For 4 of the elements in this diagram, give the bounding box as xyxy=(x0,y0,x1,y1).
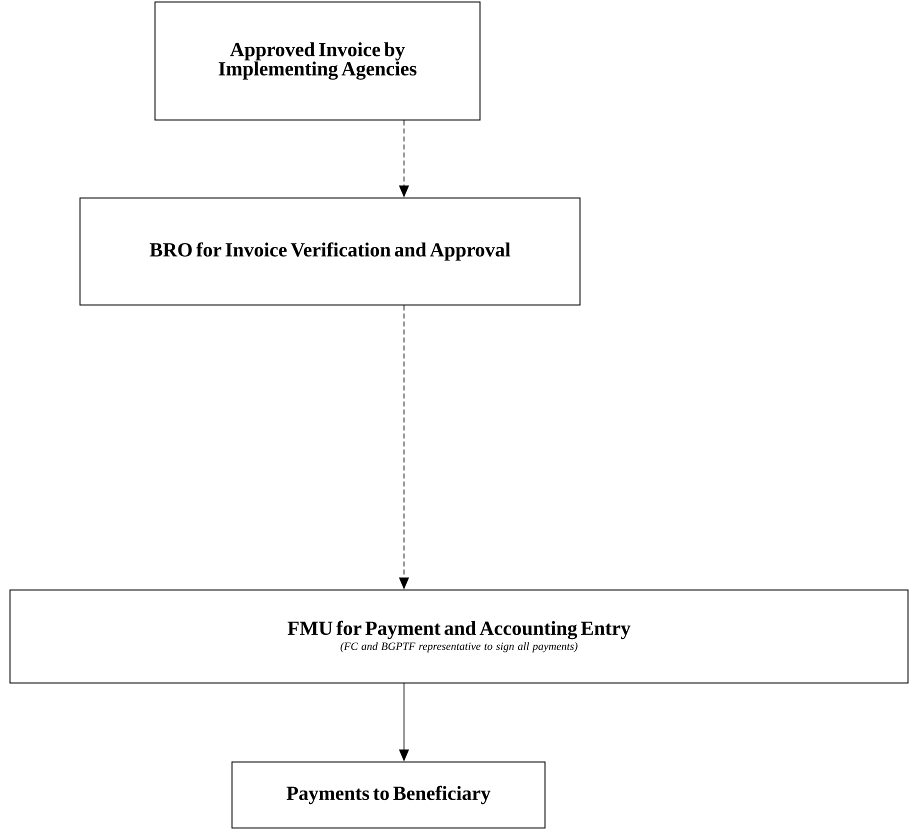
process-box: BRO for Invoice Verification and Approval xyxy=(80,198,580,306)
process-box: FMU for Payment and Accounting Entry (FC and BGPTF representative to sign all payments) xyxy=(10,590,908,684)
process-box: Payments to Beneficiary xyxy=(232,762,546,828)
process-box: Approved Invoice by Implementing Agencies xyxy=(154,2,480,120)
